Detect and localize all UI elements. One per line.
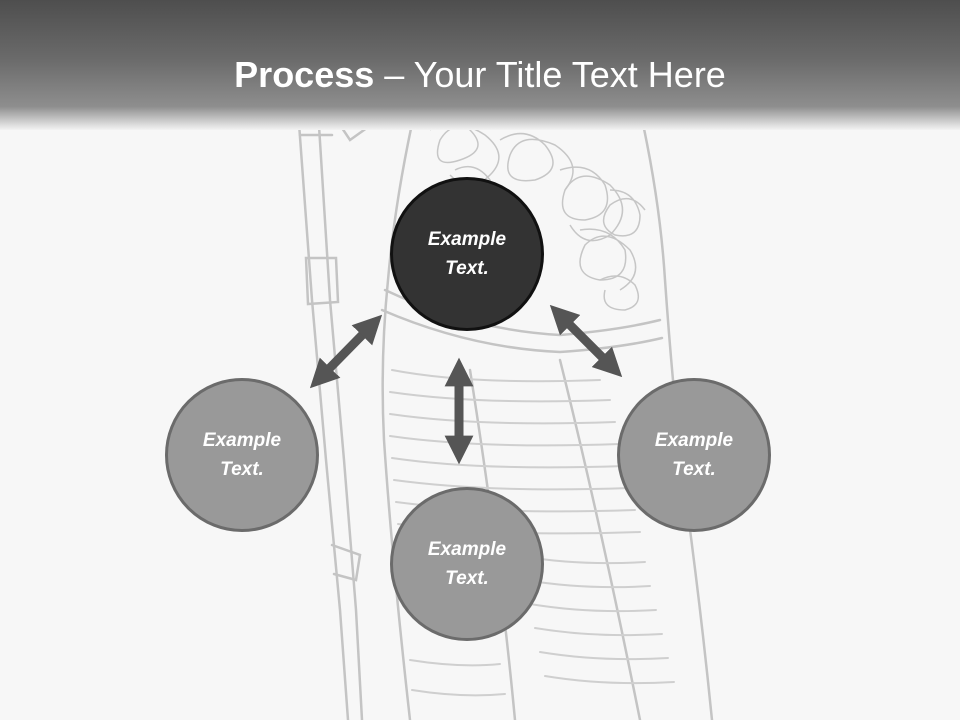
page-title: Process – Your Title Text Here: [0, 50, 960, 100]
title-rest: – Your Title Text Here: [374, 54, 726, 95]
arrow-center-left: [309, 314, 383, 389]
node-left[interactable]: Example Text.: [165, 378, 319, 532]
node-right-text: Example Text.: [654, 430, 734, 480]
node-bottom[interactable]: Example Text.: [390, 487, 544, 641]
node-center[interactable]: Example Text.: [390, 177, 544, 331]
arrow-center-right: [549, 304, 623, 378]
title-bar: Process – Your Title Text Here: [0, 0, 960, 130]
node-center-text: Example Text.: [427, 229, 507, 279]
node-right[interactable]: Example Text.: [617, 378, 771, 532]
node-left-text: Example Text.: [202, 430, 282, 480]
node-bottom-text: Example Text.: [427, 539, 507, 589]
title-bold: Process: [234, 54, 375, 95]
